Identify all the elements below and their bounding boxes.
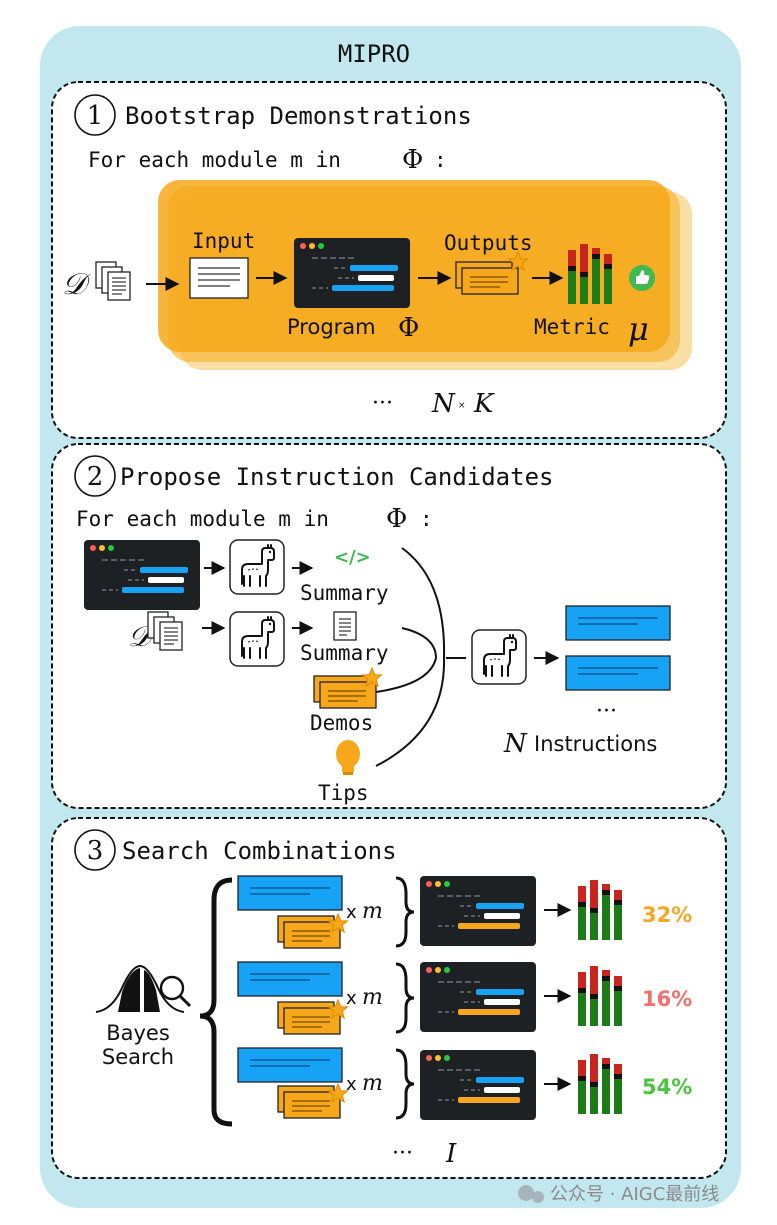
- result-percent-2: 16%: [642, 987, 692, 1011]
- section1-number-circle: [74, 94, 116, 136]
- combination-row-1: x m 32%: [237, 875, 692, 949]
- instructions-ellipsis: ···: [596, 699, 617, 724]
- section3-title: Search Combinations: [122, 837, 397, 865]
- watermark: 公众号 · AIGC最前线: [518, 1184, 719, 1205]
- bayes-label-2: Search: [102, 1045, 174, 1069]
- repeat-k-symbol: K: [473, 389, 495, 419]
- times-m-symbol-2: m: [362, 985, 383, 1010]
- section2-number-circle: [74, 455, 116, 497]
- summary2-label: Summary: [300, 641, 389, 665]
- section2-title: Propose Instruction Candidates: [120, 463, 553, 491]
- section2-loop-symbol: Φ: [386, 504, 407, 534]
- section3-ellipsis: ···: [392, 1141, 413, 1166]
- section2-box: [51, 443, 727, 809]
- program-code-icon-2: [83, 539, 201, 611]
- result-percent-3: 54%: [642, 1075, 692, 1099]
- section1-loop-symbol: Φ: [402, 145, 423, 175]
- bayes-label-1: Bayes: [106, 1021, 170, 1045]
- section2-number: 2: [87, 462, 104, 492]
- section2-loop-text: For each module m in: [76, 507, 329, 531]
- section1-loop-text: For each module m in: [88, 148, 341, 172]
- lightbulb-icon: [336, 740, 360, 775]
- section1-ellipsis: ···: [372, 391, 393, 416]
- repeat-times: ×: [458, 401, 466, 411]
- repeat-n-symbol: N: [431, 389, 456, 419]
- program-code-icon: [293, 237, 411, 309]
- diagram-title: MIPRO: [338, 40, 410, 68]
- big-brace: [199, 877, 233, 1127]
- metric-symbol: μ: [628, 310, 649, 348]
- instructions-label: Instructions: [534, 732, 657, 756]
- times-label-2: x: [346, 988, 357, 1009]
- combination-row-3: x m 54%: [237, 1047, 692, 1121]
- tips-label: Tips: [318, 781, 369, 805]
- bayes-search-icon: [95, 964, 192, 1013]
- section3-number-circle: [74, 829, 116, 871]
- combination-row-2: x m 16%: [237, 961, 692, 1035]
- pipeline-panel: [158, 180, 670, 352]
- metric-label: Metric: [534, 315, 610, 339]
- watermark-text: 公众号 · AIGC最前线: [550, 1184, 719, 1205]
- program-symbol: Φ: [398, 313, 419, 343]
- outputs-demo-icon: [455, 261, 519, 295]
- llama-icon-3: [471, 629, 527, 685]
- instructions-n-symbol: N: [503, 729, 528, 759]
- code-glyph-icon: </>: [334, 547, 371, 568]
- llama-icon-2: [229, 611, 285, 667]
- section3-number: 3: [87, 836, 104, 866]
- input-label: Input: [192, 229, 255, 253]
- section1-loop-colon: :: [434, 148, 447, 172]
- section1-number: 1: [87, 101, 104, 131]
- converging-curves: [375, 547, 466, 767]
- summary1-label: Summary: [300, 581, 389, 605]
- times-m-symbol: m: [362, 899, 383, 924]
- times-m-symbol-3: m: [362, 1071, 383, 1096]
- outputs-label: Outputs: [444, 231, 533, 255]
- section1-title: Bootstrap Demonstrations: [125, 102, 472, 130]
- times-label-3: x: [346, 1074, 357, 1095]
- instruction-card-1: [565, 605, 671, 641]
- input-doc-icon: [189, 257, 249, 299]
- result-percent-1: 32%: [642, 903, 692, 927]
- demos-label: Demos: [310, 711, 373, 735]
- instruction-card-2: [565, 655, 671, 691]
- llama-icon-1: [229, 539, 285, 595]
- summary-doc-icon: [333, 611, 357, 641]
- section2-loop-colon: :: [420, 507, 433, 531]
- demos-icon: [313, 675, 377, 709]
- program-label: Program: [287, 315, 376, 339]
- iterations-symbol: I: [445, 1139, 457, 1169]
- times-label: x: [346, 902, 357, 923]
